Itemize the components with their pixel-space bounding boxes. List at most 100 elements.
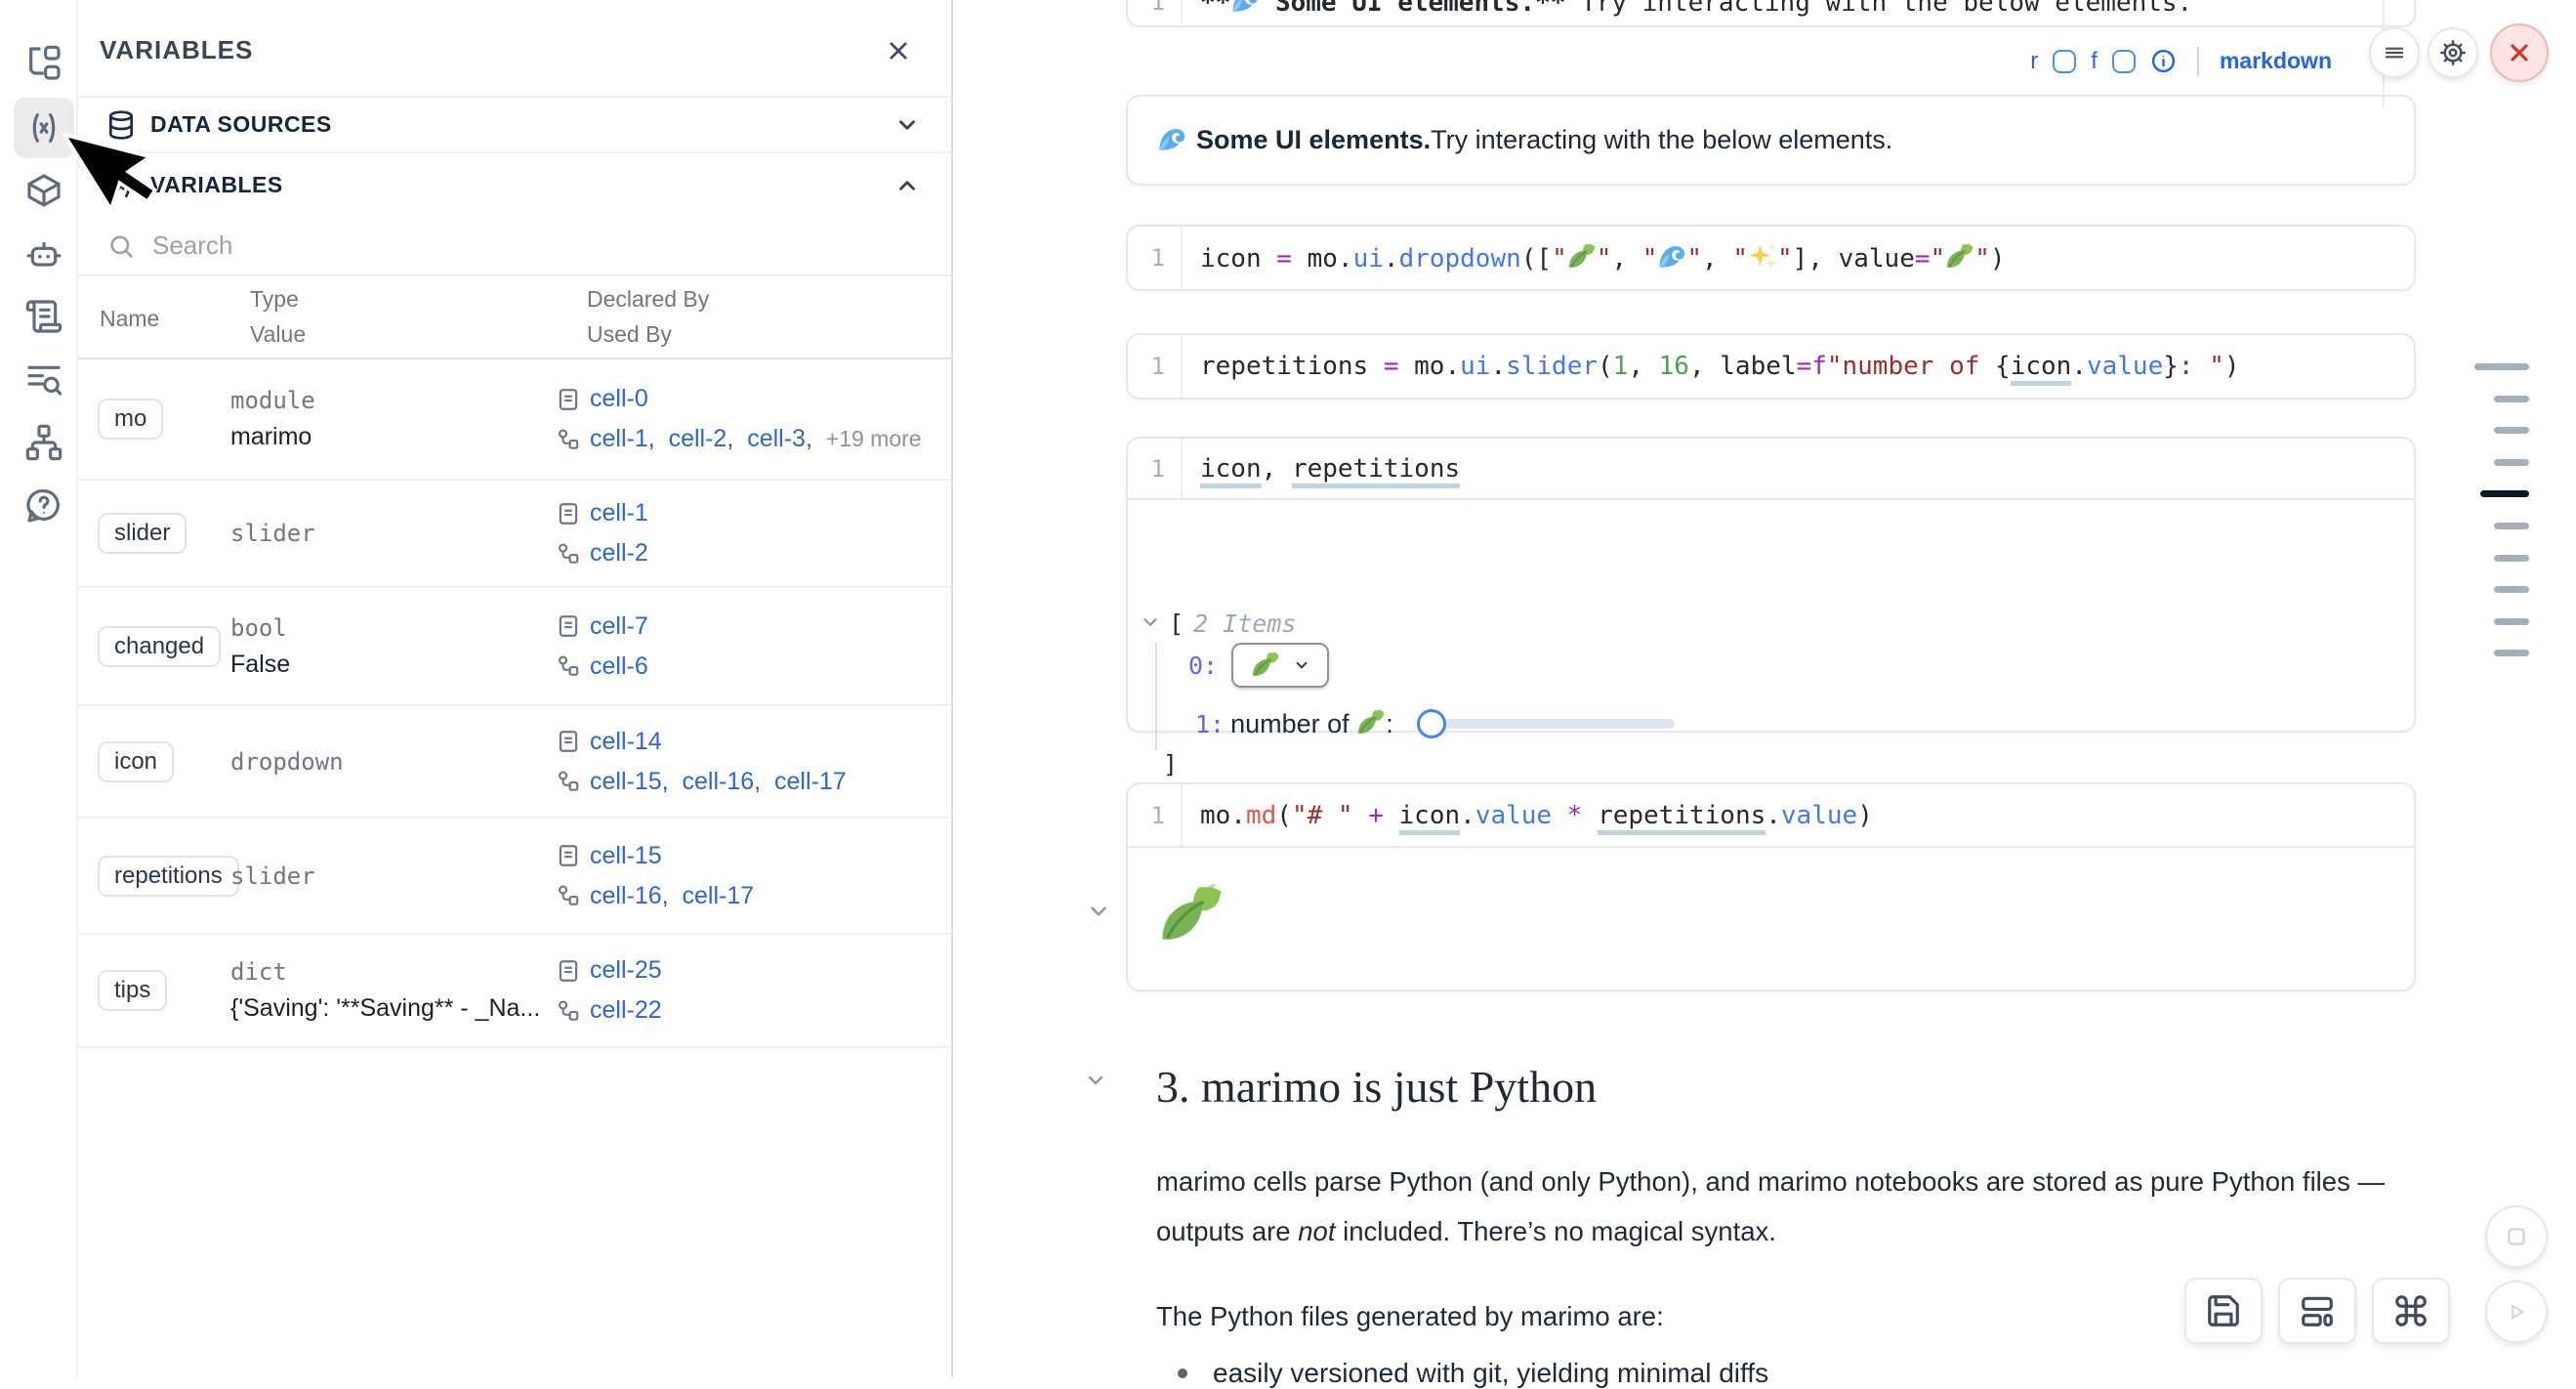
- sidebar-item-packages[interactable]: [14, 160, 74, 221]
- collapse-chevron-icon[interactable]: [1084, 1069, 1107, 1092]
- cell-link[interactable]: cell-16: [683, 768, 755, 796]
- menu-button[interactable]: [2369, 27, 2420, 78]
- command-icon: [2392, 1292, 2430, 1329]
- wave-emoji: [1157, 125, 1186, 154]
- used-by-line: cell-16, cell-17: [556, 882, 951, 910]
- minimap-dash[interactable]: [2494, 396, 2529, 402]
- variables-panel: VARIABLES DATA SOURCES VARIABLES Name Ty…: [78, 0, 953, 1377]
- chevron-down-icon: [894, 112, 920, 138]
- slider-thumb[interactable]: [1417, 709, 1446, 738]
- cell-link[interactable]: cell-1: [590, 425, 648, 453]
- leaf-emoji: [1158, 882, 1225, 948]
- line-number: 1: [1128, 0, 1183, 23]
- cell-editor[interactable]: 1 icon, repetitions: [1128, 439, 2414, 500]
- minimap-dash[interactable]: [2474, 363, 2529, 370]
- minimap-dash[interactable]: [2494, 523, 2529, 529]
- cell-editor[interactable]: 1 mo.md("# " + icon.value * repetitions.…: [1128, 784, 2414, 848]
- save-button[interactable]: [2184, 1278, 2263, 1344]
- cell-link[interactable]: cell-17: [774, 768, 847, 796]
- sidebar-item-logs[interactable]: [14, 286, 74, 347]
- layout-button[interactable]: [2278, 1278, 2356, 1344]
- minimap-dash[interactable]: [2494, 650, 2529, 656]
- variable-type: slider: [230, 520, 556, 547]
- column-header-type: Type: [250, 286, 299, 313]
- sidebar-item-file-tree[interactable]: [14, 33, 74, 94]
- link-icon: [556, 769, 581, 794]
- toolbar-r-checkbox[interactable]: [2053, 50, 2076, 73]
- variable-row: tips dict {'Saving': '**Saving** - _Na..…: [78, 935, 951, 1048]
- settings-button[interactable]: [2428, 27, 2478, 78]
- search-input[interactable]: [152, 231, 777, 261]
- slider-widget[interactable]: [1419, 719, 1675, 729]
- close-icon[interactable]: [883, 35, 914, 66]
- variable-row: changed bool False cell-7 cell-6: [78, 588, 951, 706]
- dropdown-widget[interactable]: [1231, 643, 1329, 688]
- cell-link[interactable]: cell-3: [747, 425, 806, 453]
- cell-editor-dropdown[interactable]: 1 icon = mo.ui.dropdown(["", "", ""], va…: [1126, 225, 2416, 291]
- sidebar-item-variables[interactable]: [14, 98, 74, 158]
- minimap-dash[interactable]: [2494, 618, 2529, 625]
- used-by-line: cell-15, cell-16, cell-17: [556, 768, 951, 796]
- variable-row: icon dropdown cell-14 cell-15, cell-16, …: [78, 706, 951, 819]
- document-icon: [556, 613, 581, 639]
- sidebar-item-dependencies[interactable]: [14, 412, 74, 473]
- chevron-down-icon[interactable]: [1140, 611, 1161, 633]
- cell-link[interactable]: cell-15: [590, 842, 662, 870]
- code-line: ** Some UI elements.** Try interacting w…: [1183, 0, 2192, 18]
- network-icon: [24, 423, 63, 462]
- sidebar-item-help[interactable]: [14, 476, 74, 536]
- info-icon[interactable]: [2150, 48, 2177, 74]
- document-icon: [556, 387, 581, 412]
- minimap-dash[interactable]: [2494, 427, 2529, 434]
- variable-type: slider: [230, 863, 556, 890]
- cell-link[interactable]: cell-0: [590, 385, 648, 413]
- cell-editor-slider[interactable]: 1 repetitions = mo.ui.slider(1, 16, labe…: [1126, 333, 2416, 400]
- declared-by-line: cell-0: [556, 385, 951, 413]
- sidebar-item-ai-bot[interactable]: [14, 225, 74, 285]
- variable-row: mo module marimo cell-0 cell-1, cell-2, …: [78, 359, 951, 481]
- toolbar-divider: [2197, 47, 2199, 76]
- accordion-variables[interactable]: VARIABLES: [78, 153, 951, 217]
- link-icon: [556, 427, 581, 452]
- collapse-chevron-icon[interactable]: [1086, 899, 1111, 924]
- column-header-declared-by: Declared By: [587, 286, 709, 313]
- sidebar-item-search[interactable]: [14, 349, 74, 409]
- cell-link[interactable]: cell-2: [669, 425, 727, 453]
- cell-link[interactable]: cell-6: [590, 652, 648, 681]
- cell-link[interactable]: cell-25: [590, 956, 662, 985]
- run-button[interactable]: [2485, 1281, 2548, 1343]
- cell-editor-markdown[interactable]: 1 ** Some UI elements.** Try interacting…: [1126, 0, 2416, 27]
- toolbar-f-checkbox[interactable]: [2112, 50, 2136, 73]
- minimap-dash-active[interactable]: [2480, 490, 2529, 497]
- cell-minimap: [2469, 0, 2576, 1377]
- link-icon: [556, 653, 581, 679]
- cell-link[interactable]: cell-15: [590, 768, 662, 796]
- variable-value: marimo: [230, 423, 553, 451]
- cell-link[interactable]: cell-1: [590, 499, 648, 527]
- fullscreen-button[interactable]: [2485, 1205, 2548, 1268]
- cell-link[interactable]: cell-7: [590, 612, 648, 641]
- scroll-icon: [24, 297, 63, 336]
- cell-link[interactable]: cell-16: [590, 882, 662, 910]
- cell-link[interactable]: cell-14: [590, 728, 662, 756]
- cell-link[interactable]: cell-22: [590, 996, 662, 1025]
- search-icon: [107, 232, 135, 260]
- variable-name-badge: slider: [98, 513, 187, 554]
- bot-icon: [24, 235, 63, 274]
- cell-link[interactable]: cell-2: [590, 539, 648, 568]
- keyboard-shortcuts-button[interactable]: [2372, 1278, 2450, 1344]
- shutdown-button[interactable]: [2490, 23, 2549, 82]
- language-toggle[interactable]: markdown: [2220, 48, 2332, 74]
- document-icon: [556, 843, 581, 868]
- minimap-dash[interactable]: [2494, 459, 2529, 466]
- cell-link[interactable]: cell-17: [683, 882, 755, 910]
- code-line: icon = mo.ui.dropdown(["", "", ""], valu…: [1183, 242, 2006, 274]
- line-number: 1: [1128, 784, 1183, 846]
- accordion-data-sources[interactable]: DATA SOURCES: [78, 98, 951, 153]
- variable-name-badge: tips: [98, 970, 167, 1011]
- minimap-dash[interactable]: [2494, 555, 2529, 562]
- panel-title: VARIABLES: [100, 35, 253, 65]
- code-line: repetitions = mo.ui.slider(1, 16, label=…: [1183, 352, 2240, 381]
- line-number: 1: [1128, 227, 1183, 289]
- minimap-dash[interactable]: [2494, 586, 2529, 593]
